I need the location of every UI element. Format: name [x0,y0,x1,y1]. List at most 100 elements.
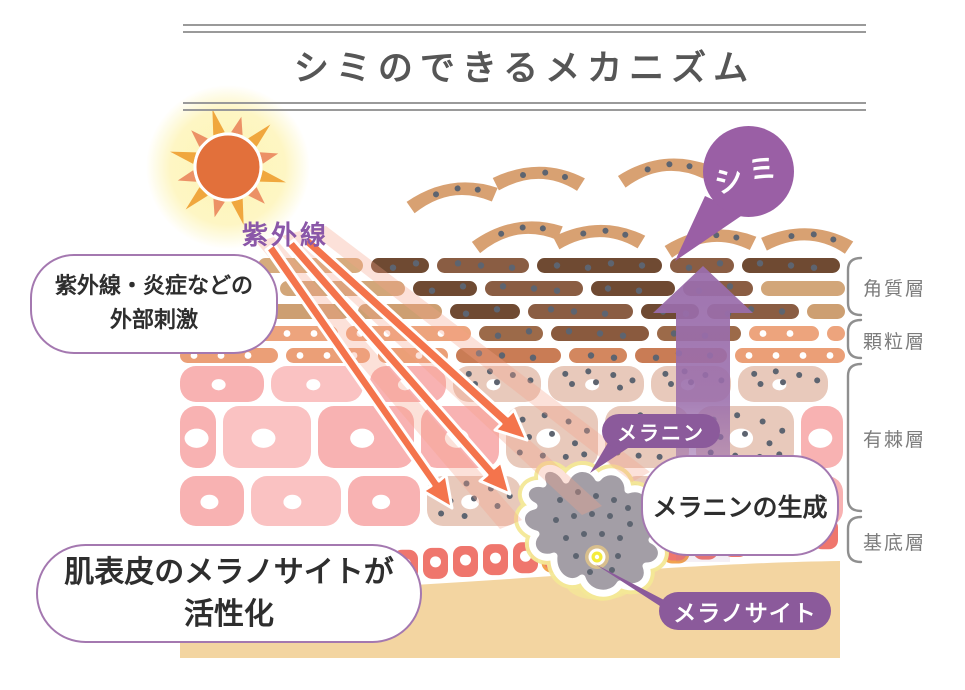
melanin-dot [779,427,786,434]
melanin-dot [593,379,599,386]
cell-nucleus [244,352,252,359]
cell-nucleus [759,330,767,337]
title-outer-rules: シミのできるメカニズム [183,24,866,111]
pigmented-cell-bar [450,304,520,319]
melanocyte-cell [514,461,670,601]
melanin-dot [498,352,506,359]
melanin-dot [601,310,609,317]
cell-nucleus [786,330,794,337]
activation-bubble: 肌表皮のメラノサイトが 活性化 [36,544,422,643]
bracket-spinous-layer [846,362,863,513]
cell-nucleus [437,330,445,337]
melanin-dot [547,306,555,313]
desquamating-flake [470,217,565,254]
melanin-dot [599,531,605,537]
desquamating-flake [405,179,500,214]
melanin-dot [604,285,612,292]
cell-nucleus [536,428,561,448]
cell-nucleus [323,352,331,359]
uv-rays-label: 紫外線 [242,221,330,251]
melanin-dot [609,567,615,573]
sun-ray [231,198,244,225]
melanin-pill: メラニン [602,414,720,448]
melanin-dot [581,451,588,458]
melanin-dot [751,370,758,377]
melanin-dot [759,418,766,425]
melanin-dot [462,310,470,317]
melanin-dot [615,553,621,559]
sun-ray [259,152,279,164]
melanocyte-body [518,465,666,597]
sun-ray [231,116,243,136]
melanin-dot [519,416,526,423]
melanin-dot [587,352,595,359]
melanin-dot [585,368,592,375]
cell-nucleus [372,494,391,510]
melanin-dot [581,531,587,537]
bracket-stratum-corneum [846,256,863,317]
cell-bar [749,326,819,341]
melanin-dot [573,553,579,559]
melanin-dot [742,430,748,437]
melanin-dot [716,260,724,267]
melanin-dot [772,368,779,375]
cell-nucleus [772,352,780,359]
melanin-dot [810,264,818,271]
label-spinous-layer: 有棘層 [863,429,927,451]
melanin-dot [553,287,561,294]
sun-ray [248,187,265,204]
melanin-dot [565,328,573,335]
melanin-dot [570,308,578,315]
melanin-production-bubble: メラニンの生成 [641,455,839,556]
cell-bar [827,326,845,341]
melanin-dot [389,264,397,271]
melanin-dot [638,262,646,269]
melanin-dot [486,368,493,375]
sun-ray [248,124,271,147]
melanin-dot [572,440,578,447]
cell-nucleus [306,379,321,391]
melanin-dot [587,569,593,575]
melanin-dot [562,453,569,460]
stratum-corneum-row [180,281,845,296]
melanin-dot [756,260,764,267]
pigmented-cell-bar [479,326,543,341]
melanin-dot [584,264,592,271]
label-stratum-corneum: 角質層 [863,278,927,300]
melanin-dot [508,264,516,271]
cell-nucleus [799,352,807,359]
sun-icon [146,85,310,249]
melanin-dot [589,511,595,517]
melanin-dot [493,306,501,313]
sun-ray [185,187,208,210]
melanin-dot [465,370,472,377]
cell-bar [280,281,405,296]
cell-nucleus [383,330,391,337]
cell-nucleus [283,494,302,510]
melanin-dot [463,480,470,487]
melanin-dot [412,260,420,267]
activation-line2: 活性化 [184,596,274,632]
melanin-dot [509,372,516,378]
cell-nucleus [430,556,441,568]
pigmented-cell-bar [569,348,627,363]
cell-nucleus [283,330,291,337]
cell-nucleus [296,352,304,359]
cell-nucleus [200,494,219,510]
uv-rays [256,226,650,529]
desquamating-flake [617,156,711,188]
cell-nucleus [826,352,834,359]
melanin-dot [757,381,764,387]
external-stimuli-line2: 外部刺激 [109,308,198,333]
desquamating-flake [759,223,855,260]
cell-bar [761,281,845,296]
melanin-dot [530,285,538,292]
cell-nucleus [310,330,318,337]
cell-nucleus [350,428,375,448]
melanin-dot [610,372,617,378]
melanin-dot [607,513,613,519]
melanin-dot [553,517,559,523]
melanin-dot [477,262,485,269]
melanocyte-nucleus [594,554,600,560]
melanin-dot [652,354,660,361]
